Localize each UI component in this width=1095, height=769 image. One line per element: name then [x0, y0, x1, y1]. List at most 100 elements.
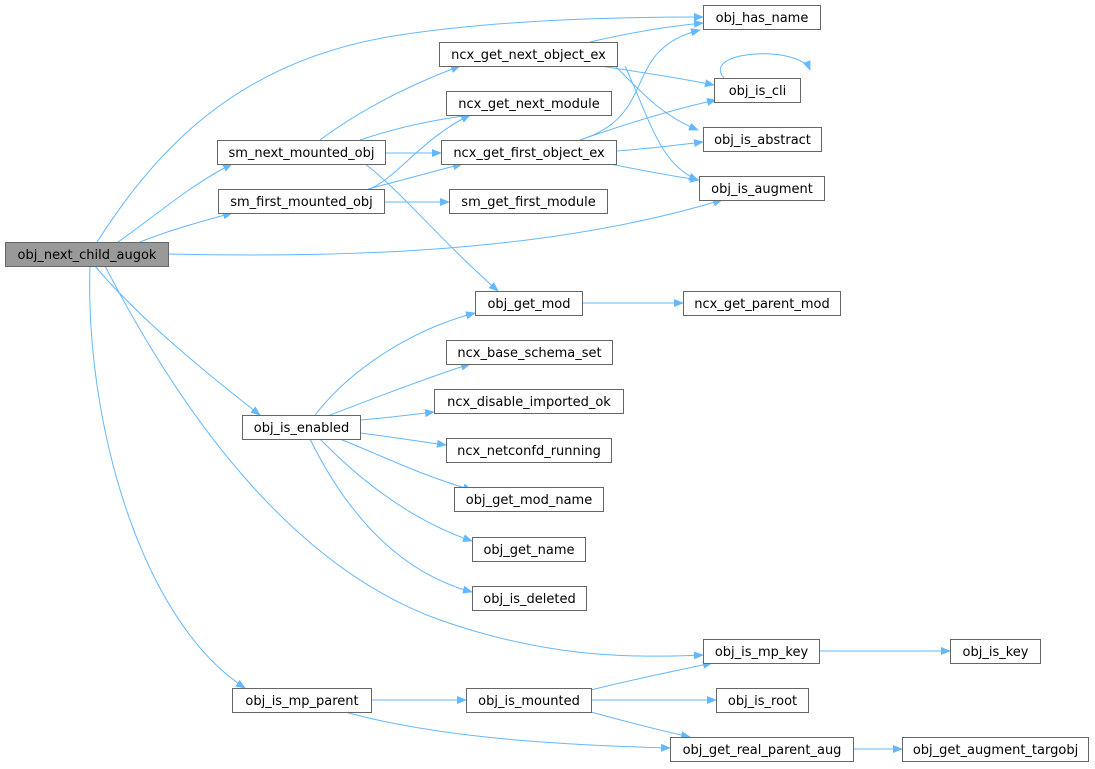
- edge-ncx_get_first_object_ex-to-obj_is_cli: [579, 98, 717, 141]
- node-label: obj_next_child_augok: [18, 248, 157, 263]
- node-ncx-get-parent-mod[interactable]: ncx_get_parent_mod: [683, 291, 841, 316]
- node-box: [699, 176, 825, 201]
- node-box: [434, 389, 624, 414]
- node-ncx-get-first-object-ex[interactable]: ncx_get_first_object_ex: [441, 140, 617, 165]
- edge-obj_next_child_augok-to-sm_first_mounted_obj: [139, 211, 233, 243]
- node-ncx-netconfd-running[interactable]: ncx_netconfd_running: [446, 438, 612, 463]
- node-obj-get-mod[interactable]: obj_get_mod: [475, 291, 583, 316]
- node-ncx-disable-imported-ok[interactable]: ncx_disable_imported_ok: [434, 389, 624, 414]
- node-obj-get-mod-name[interactable]: obj_get_mod_name: [454, 487, 604, 512]
- node-box: [703, 639, 820, 664]
- node-box: [475, 291, 583, 316]
- node-box: [472, 586, 587, 611]
- edge-obj_is_mounted-to-obj_is_mp_key: [590, 660, 713, 691]
- node-label: obj_get_augment_targobj: [913, 743, 1078, 758]
- node-box: [472, 537, 586, 562]
- edge-sm_first_mounted_obj-to-ncx_get_first_object_ex: [367, 162, 463, 190]
- edge-obj_is_enabled-to-ncx_base_schema_set: [329, 362, 471, 416]
- edge-sm_first_mounted_obj-to-ncx_get_next_module: [369, 114, 471, 190]
- node-ncx-base-schema-set[interactable]: ncx_base_schema_set: [446, 340, 613, 365]
- node-box: [703, 5, 821, 30]
- edge-ncx_get_next_object_ex-to-obj_is_abstract: [614, 65, 699, 131]
- node-obj-next-child-augok[interactable]: obj_next_child_augok: [5, 242, 169, 267]
- node-obj-is-abstract[interactable]: obj_is_abstract: [703, 127, 822, 152]
- node-box: [703, 127, 822, 152]
- edges-layer: [89, 13, 951, 753]
- node-label: ncx_base_schema_set: [457, 346, 601, 361]
- node-ncx-get-next-object-ex[interactable]: ncx_get_next_object_ex: [439, 42, 618, 67]
- node-obj-is-key[interactable]: obj_is_key: [950, 639, 1041, 664]
- node-box: [242, 415, 361, 440]
- edge-ncx_get_next_object_ex-to-obj_is_cli: [599, 65, 715, 88]
- node-label: sm_get_first_module: [461, 195, 595, 210]
- node-box: [716, 688, 809, 713]
- node-box: [683, 291, 841, 316]
- nodes-layer: obj_next_child_augok obj_has_name ncx_get_…: [5, 5, 1089, 762]
- edge-sm_next_mounted_obj-to-ncx_get_next_module: [359, 112, 471, 141]
- node-box: [446, 438, 612, 463]
- edge-obj_is_mounted-to-obj_get_real_parent_aug: [590, 711, 691, 739]
- node-box: [439, 42, 618, 67]
- node-obj-is-deleted[interactable]: obj_is_deleted: [472, 586, 587, 611]
- node-sm-get-first-module[interactable]: sm_get_first_module: [449, 189, 608, 214]
- node-box: [232, 688, 372, 713]
- node-label: obj_is_abstract: [714, 133, 811, 148]
- node-box: [670, 737, 854, 762]
- node-obj-get-name[interactable]: obj_get_name: [472, 537, 586, 562]
- node-box: [441, 140, 617, 165]
- node-label: ncx_disable_imported_ok: [447, 395, 611, 410]
- node-label: ncx_get_parent_mod: [694, 297, 829, 312]
- edge-ncx_get_first_object_ex-to-obj_is_augment: [609, 163, 700, 183]
- node-obj-is-mp-parent[interactable]: obj_is_mp_parent: [232, 688, 372, 713]
- node-label: ncx_get_next_module: [458, 97, 599, 112]
- node-label: obj_has_name: [716, 11, 809, 26]
- node-obj-is-mp-key[interactable]: obj_is_mp_key: [703, 639, 820, 664]
- node-label: sm_next_mounted_obj: [229, 146, 375, 161]
- edge-ncx_get_first_object_ex-to-obj_has_name: [579, 28, 701, 141]
- edge-sm_next_mounted_obj-to-obj_get_mod: [364, 163, 499, 292]
- node-obj-get-real-parent-aug[interactable]: obj_get_real_parent_aug: [670, 737, 854, 762]
- edge-obj_is_enabled-to-ncx_disable_imported_ok: [359, 409, 435, 421]
- edge-obj_is_enabled-to-ncx_netconfd_running: [359, 432, 447, 448]
- edge-sm_next_mounted_obj-to-ncx_get_next_object_ex: [319, 65, 461, 141]
- node-label: obj_is_cli: [729, 84, 787, 99]
- node-label: sm_first_mounted_obj: [230, 195, 373, 210]
- edge-obj_next_child_augok-to-obj_is_mp_key: [104, 265, 704, 660]
- node-sm-first-mounted-obj[interactable]: sm_first_mounted_obj: [218, 189, 385, 214]
- node-label: obj_is_mp_parent: [245, 694, 358, 709]
- node-box: [454, 487, 604, 512]
- node-label: obj_get_mod: [487, 297, 570, 312]
- edge-obj_is_enabled-to-obj_get_mod: [314, 311, 476, 416]
- node-box: [950, 639, 1041, 664]
- edge-obj_next_child_augok-to-sm_next_mounted_obj: [117, 163, 233, 243]
- node-box: [446, 340, 613, 365]
- node-obj-has-name[interactable]: obj_has_name: [703, 5, 821, 30]
- edge-obj_is_enabled-to-obj_get_name: [319, 438, 473, 542]
- node-label: ncx_netconfd_running: [457, 444, 601, 459]
- node-label: obj_is_enabled: [254, 421, 350, 436]
- node-sm-next-mounted-obj[interactable]: sm_next_mounted_obj: [217, 140, 386, 165]
- node-obj-is-cli[interactable]: obj_is_cli: [714, 78, 801, 103]
- node-label: obj_get_mod_name: [466, 493, 592, 508]
- edge-ncx_get_next_object_ex-to-obj_has_name: [589, 19, 704, 43]
- node-obj-get-augment-targobj[interactable]: obj_get_augment_targobj: [902, 737, 1089, 762]
- edge-ncx_get_next_object_ex-to-obj_is_augment: [624, 65, 699, 181]
- node-label: obj_is_mp_key: [715, 645, 809, 660]
- node-obj-is-augment[interactable]: obj_is_augment: [699, 176, 825, 201]
- node-obj-is-root[interactable]: obj_is_root: [716, 688, 809, 713]
- edge-ncx_get_first_object_ex-to-obj_is_abstract: [615, 139, 704, 152]
- edge-obj_is_cli-to-obj_is_cli: [720, 53, 811, 79]
- node-ncx-get-next-module[interactable]: ncx_get_next_module: [446, 91, 612, 116]
- edge-obj_is_enabled-to-obj_is_deleted: [309, 438, 473, 594]
- edge-obj_next_child_augok-to-obj_has_name: [96, 13, 704, 243]
- node-label: obj_is_mounted: [478, 694, 580, 709]
- edge-obj_is_enabled-to-obj_get_mod_name: [339, 438, 473, 492]
- node-box: [217, 140, 386, 165]
- node-obj-is-enabled[interactable]: obj_is_enabled: [242, 415, 361, 440]
- node-box: [5, 242, 169, 267]
- node-box: [714, 78, 801, 103]
- edge-obj_next_child_augok-to-obj_is_mp_parent: [89, 265, 246, 689]
- node-label: obj_get_name: [483, 543, 574, 558]
- node-obj-is-mounted[interactable]: obj_is_mounted: [466, 688, 592, 713]
